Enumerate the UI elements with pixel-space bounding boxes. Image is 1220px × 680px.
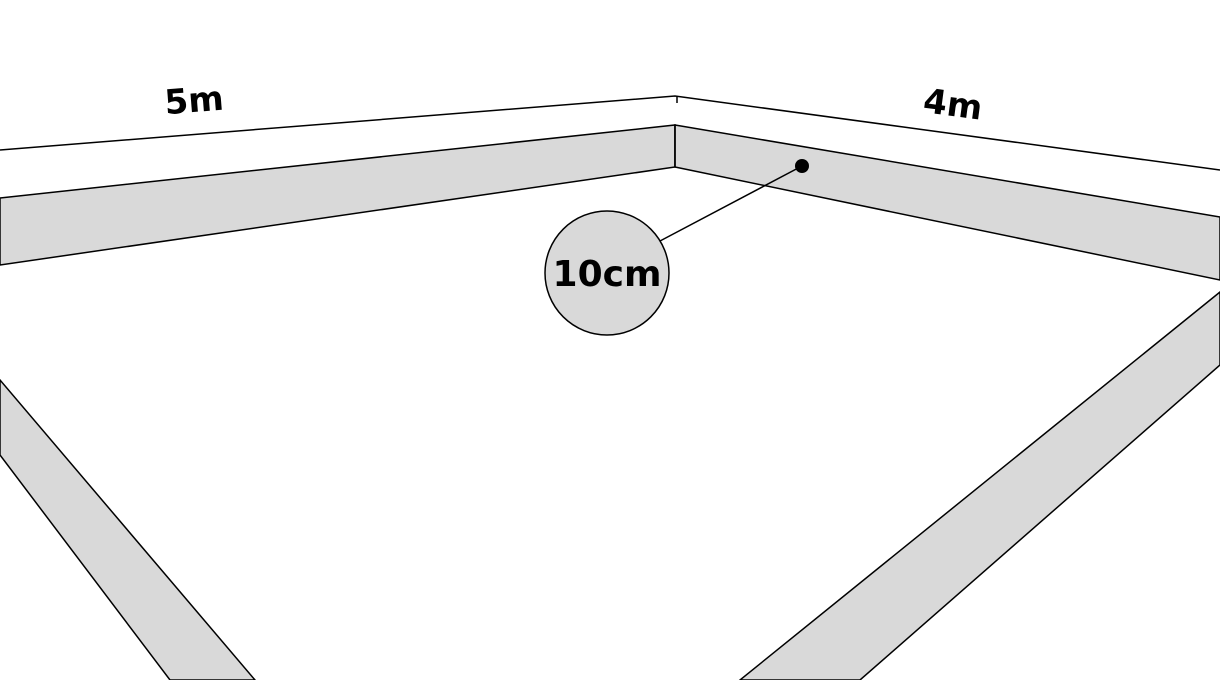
wall-band-front-right <box>738 291 1220 680</box>
wall-band-front-left <box>0 378 256 680</box>
wall-outer-top-edge <box>0 95 1220 171</box>
wall-thickness-label: 10cm <box>553 254 662 295</box>
left-wall-length-label: 5m <box>163 79 225 124</box>
wall-band-right <box>674 124 1220 281</box>
thickness-callout-circle <box>544 210 670 336</box>
right-wall-length-label: 4m <box>921 81 985 128</box>
thickness-leader-line <box>659 165 803 242</box>
thickness-marker-dot <box>795 159 809 173</box>
thickness-callout: 10cm <box>544 210 670 336</box>
